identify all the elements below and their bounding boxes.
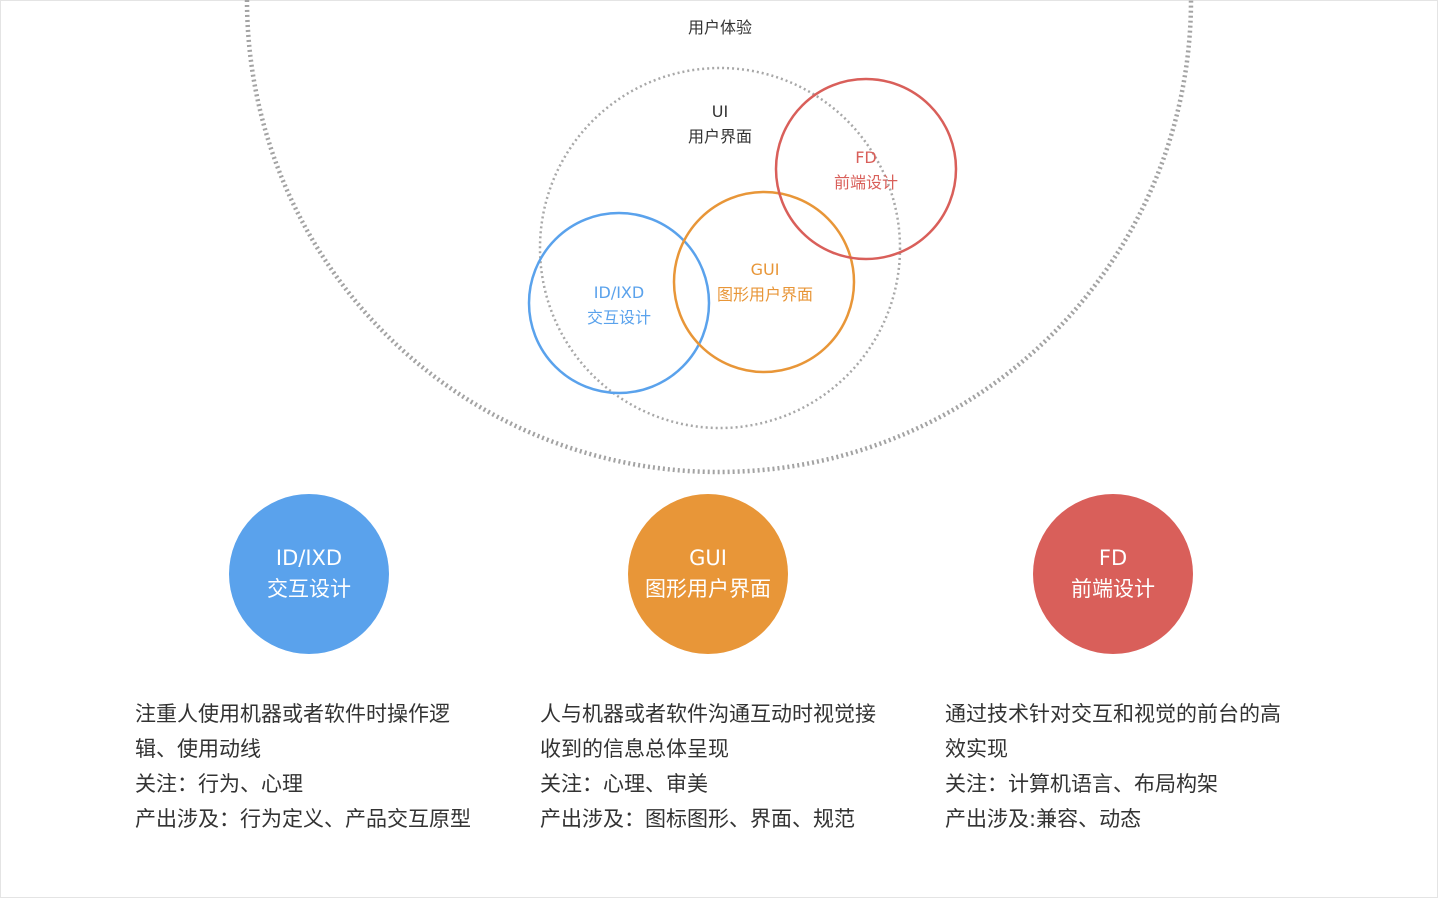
ui-ring (538, 66, 902, 430)
ui-label: UI 用户界面 (688, 99, 752, 149)
ux-ring (244, 0, 1194, 475)
idixd-badge: ID/IXD 交互设计 (229, 494, 389, 654)
gui-venn-label: GUI 图形用户界面 (717, 257, 813, 307)
idixd-desc-line-2: 辑、使用动线 (135, 737, 261, 761)
gui-venn-abbr: GUI (750, 260, 780, 279)
ui-abbr: UI (711, 102, 729, 121)
fd-focus: 关注：计算机语言、布局构架 (945, 772, 1218, 796)
gui-circle (672, 190, 856, 374)
fd-desc-line-1: 通过技术针对交互和视觉的前台的高 (945, 702, 1281, 726)
gui-badge: GUI 图形用户界面 (628, 494, 788, 654)
idixd-venn-name: 交互设计 (586, 308, 652, 327)
gui-desc-line-1: 人与机器或者软件沟通互动时视觉接 (540, 702, 876, 726)
gui-badge-abbr: GUI (689, 546, 727, 570)
ui-name: 用户界面 (687, 127, 753, 146)
idixd-focus: 关注：行为、心理 (135, 772, 303, 796)
idixd-desc-line-1: 注重人使用机器或者软件时操作逻 (135, 702, 450, 726)
idixd-venn-abbr: ID/IXD (593, 283, 645, 302)
ux-label: 用户体验 (688, 15, 752, 40)
ux-label-text: 用户体验 (687, 18, 753, 37)
idixd-description: 注重人使用机器或者软件时操作逻 辑、使用动线 关注：行为、心理 产出涉及：行为定… (135, 697, 505, 837)
fd-venn-label: FD 前端设计 (834, 145, 898, 195)
fd-venn-name: 前端设计 (833, 173, 899, 192)
gui-description: 人与机器或者软件沟通互动时视觉接 收到的信息总体呈现 关注：心理、审美 产出涉及… (540, 697, 910, 837)
fd-output: 产出涉及:兼容、动态 (945, 807, 1142, 831)
gui-desc-line-2: 收到的信息总体呈现 (540, 737, 729, 761)
gui-badge-name: 图形用户界面 (645, 577, 771, 601)
gui-focus: 关注：心理、审美 (540, 772, 708, 796)
idixd-output: 产出涉及：行为定义、产品交互原型 (135, 807, 471, 831)
fd-badge: FD 前端设计 (1033, 494, 1193, 654)
fd-venn-abbr: FD (855, 148, 877, 167)
idixd-badge-abbr: ID/IXD (275, 546, 343, 570)
gui-output: 产出涉及：图标图形、界面、规范 (540, 807, 855, 831)
fd-badge-name: 前端设计 (1071, 577, 1155, 601)
fd-desc-line-2: 效实现 (945, 737, 1008, 761)
idixd-venn-label: ID/IXD 交互设计 (587, 280, 651, 330)
fd-description: 通过技术针对交互和视觉的前台的高 效实现 关注：计算机语言、布局构架 产出涉及:… (945, 697, 1315, 837)
idixd-badge-name: 交互设计 (267, 577, 351, 601)
gui-venn-name: 图形用户界面 (716, 285, 814, 304)
fd-badge-abbr: FD (1098, 546, 1128, 570)
fd-circle (774, 77, 958, 261)
idixd-circle (527, 211, 711, 395)
